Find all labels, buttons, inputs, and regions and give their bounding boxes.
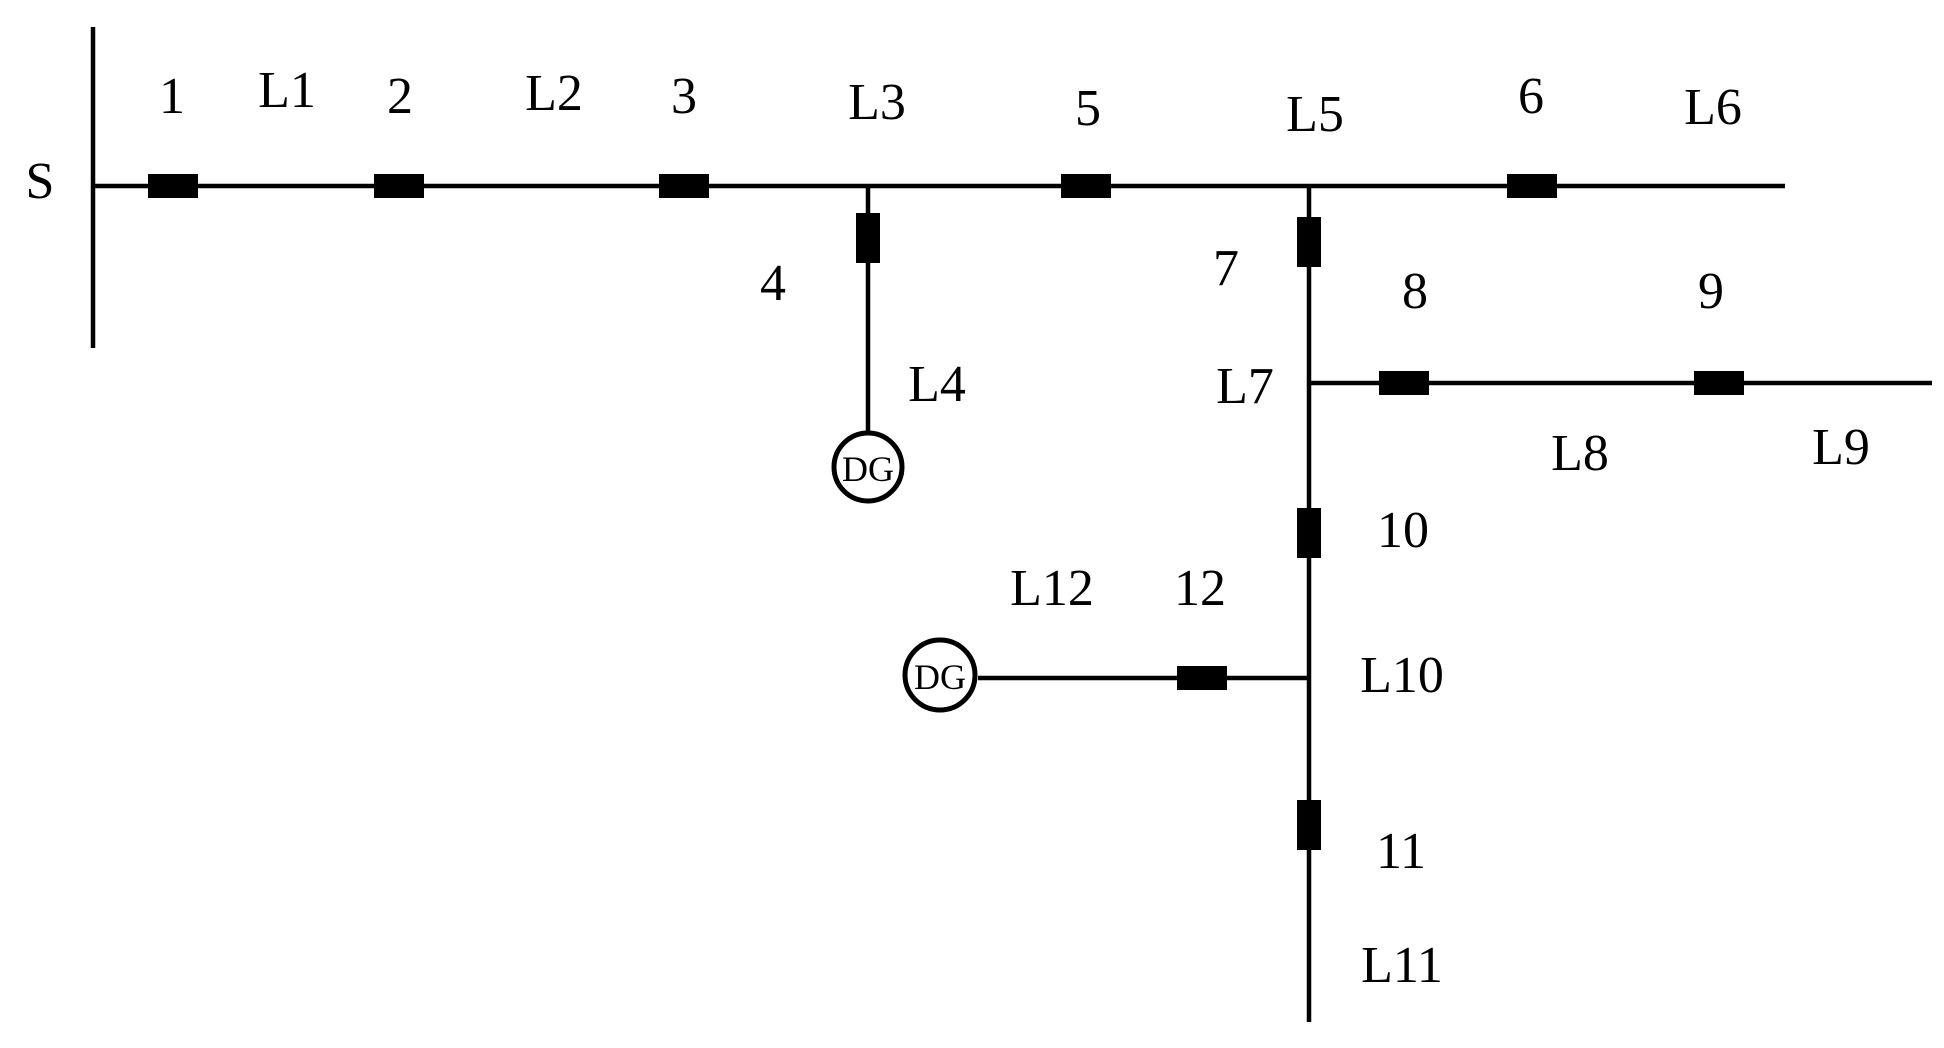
line-label-l7: L7 — [1216, 358, 1274, 415]
dg-label-2: DG — [914, 657, 966, 697]
switch-11 — [1297, 800, 1321, 850]
switch-label-5: 5 — [1075, 80, 1101, 137]
line-label-l2: L2 — [525, 65, 583, 122]
switch-label-9: 9 — [1698, 263, 1724, 320]
switch-12 — [1177, 666, 1227, 690]
switch-label-11: 11 — [1376, 823, 1426, 880]
switch-label-10: 10 — [1377, 502, 1429, 559]
switch-6 — [1507, 174, 1557, 198]
switch-label-2: 2 — [387, 68, 413, 125]
switch-7 — [1297, 217, 1321, 267]
line-label-l12: L12 — [1010, 560, 1094, 617]
line-label-l6: L6 — [1684, 79, 1742, 136]
switch-4 — [856, 213, 880, 263]
switch-label-7: 7 — [1213, 240, 1239, 297]
switch-label-6: 6 — [1518, 68, 1544, 125]
line-label-l9: L9 — [1812, 419, 1870, 476]
switch-label-1: 1 — [159, 68, 185, 125]
switch-5 — [1061, 174, 1111, 198]
line-label-l5: L5 — [1286, 86, 1344, 143]
dg-circle-1 — [831, 430, 905, 504]
switch-label-4: 4 — [760, 255, 786, 312]
line-label-l8: L8 — [1551, 425, 1609, 482]
switch-8 — [1379, 371, 1429, 395]
line-label-l11: L11 — [1361, 937, 1443, 994]
switch-1 — [148, 174, 198, 198]
switch-3 — [659, 174, 709, 198]
line-label-l1: L1 — [258, 62, 316, 119]
source-label: S — [26, 153, 55, 210]
line-label-l3: L3 — [848, 74, 906, 131]
switch-label-8: 8 — [1402, 263, 1428, 320]
line-label-l10: L10 — [1360, 647, 1444, 704]
switch-10 — [1297, 508, 1321, 558]
switch-label-3: 3 — [671, 68, 697, 125]
dg-label-1: DG — [842, 449, 894, 489]
line-label-l4: L4 — [908, 356, 966, 413]
switch-9 — [1694, 371, 1744, 395]
switch-2 — [374, 174, 424, 198]
switch-label-12: 12 — [1174, 560, 1226, 617]
dg-circle-2 — [902, 637, 978, 713]
